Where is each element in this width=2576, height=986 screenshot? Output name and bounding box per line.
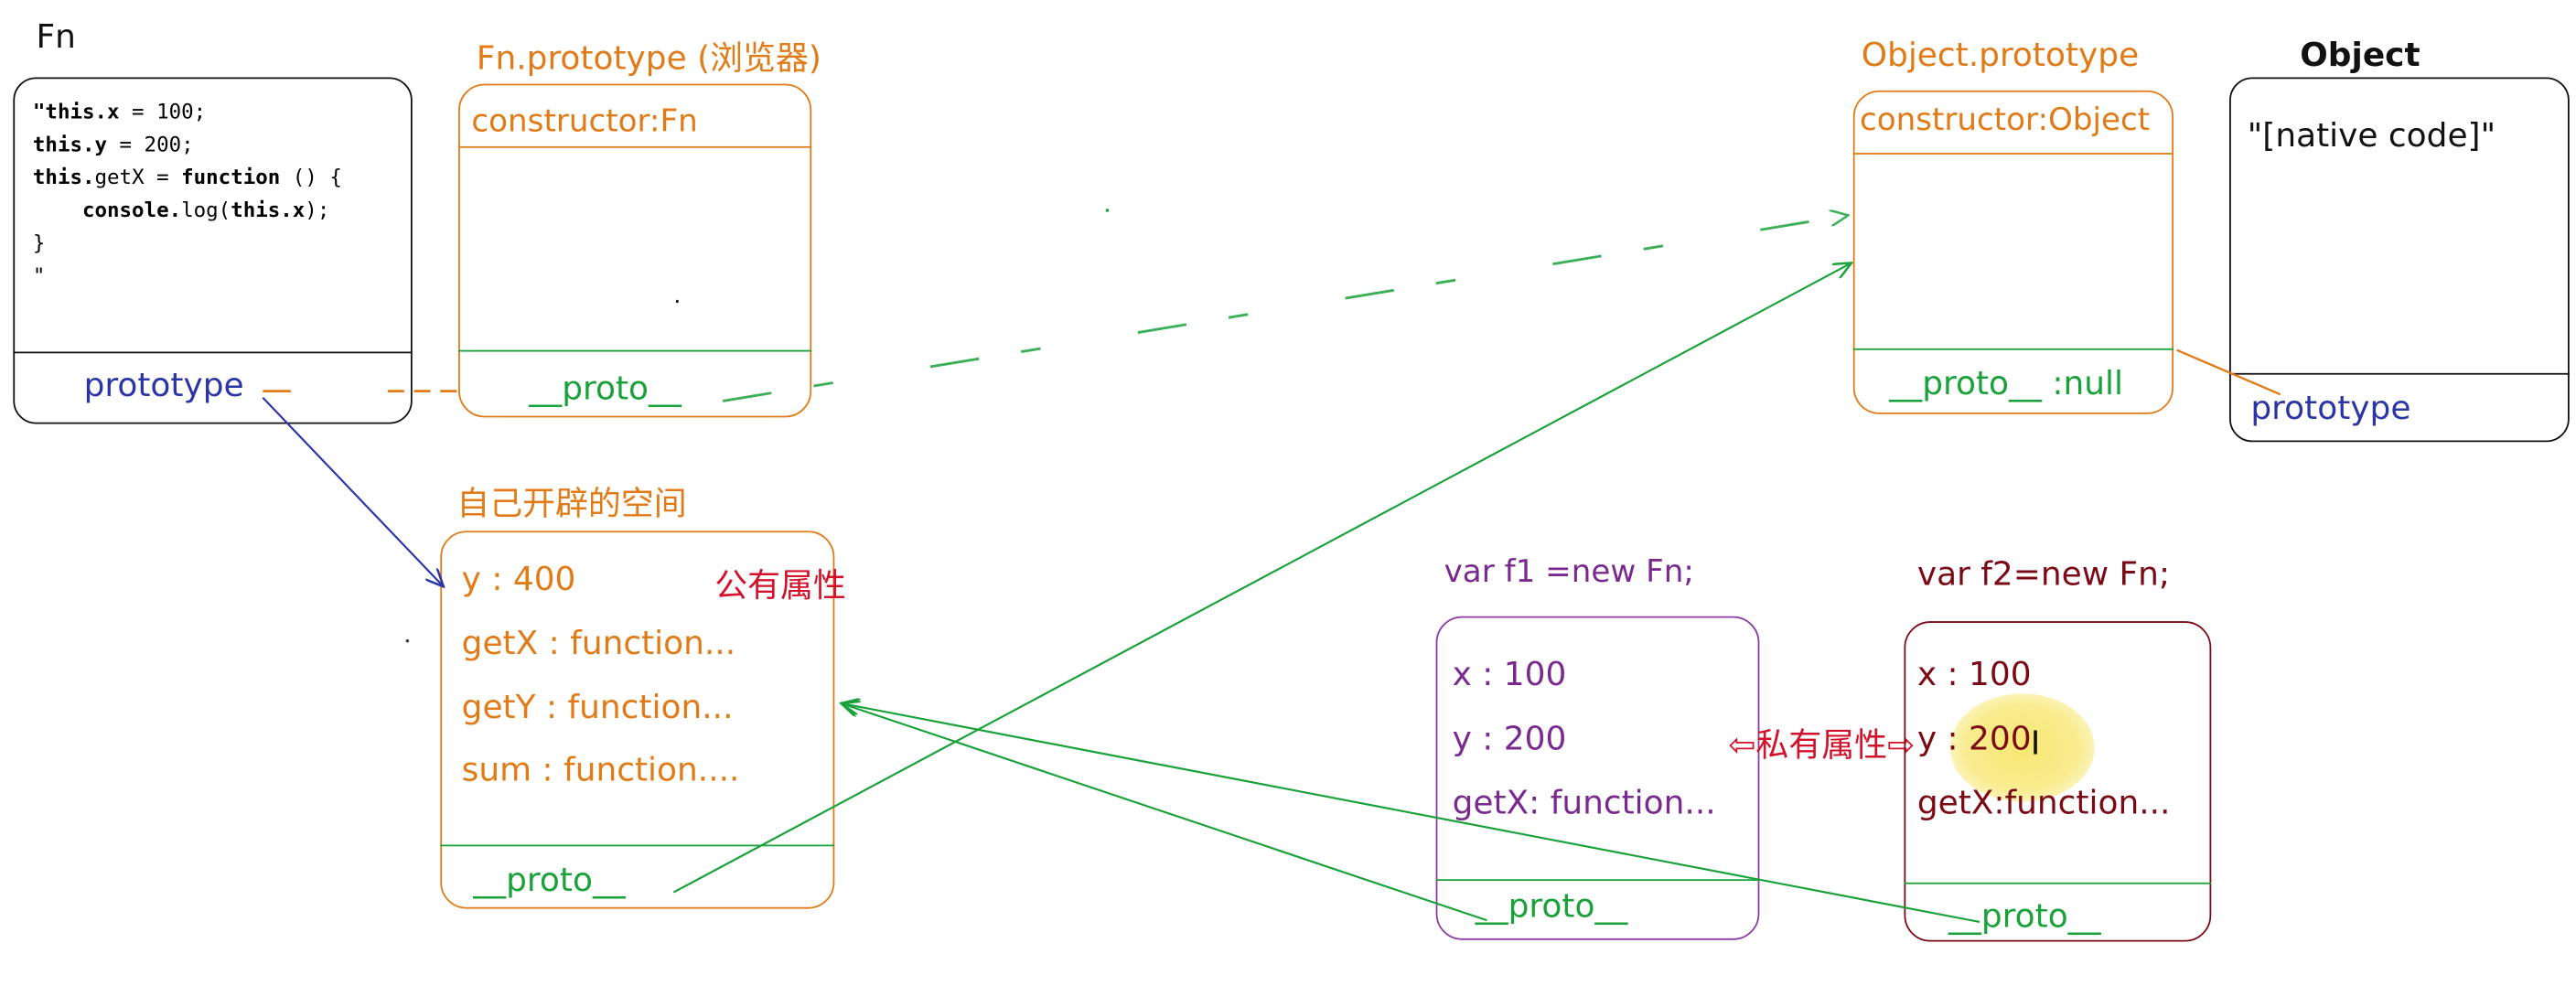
code-line: "this.x = 100; bbox=[32, 98, 207, 123]
fn-prototype-divider bbox=[458, 145, 812, 148]
fn-prototype-proto: __proto__ bbox=[529, 368, 682, 408]
faded-proto-chain-line bbox=[722, 215, 1848, 402]
code-line: console.log(this.x); bbox=[81, 197, 330, 222]
object-title: Object bbox=[2300, 34, 2420, 74]
fn-prototype-to-own-space-arrow bbox=[262, 397, 444, 587]
fn-prototype-box bbox=[458, 83, 812, 418]
object-prototype-title: Object.prototype bbox=[1861, 34, 2140, 74]
object-prototype-proto-divider bbox=[1852, 348, 2174, 350]
object-prototype-link-line bbox=[2176, 348, 2281, 396]
fn-divider bbox=[13, 351, 413, 354]
object-divider bbox=[2229, 372, 2570, 375]
own-space-proto-to-object-prototype-arrow bbox=[672, 263, 1852, 894]
object-native-code: "[native code]" bbox=[2247, 114, 2496, 155]
dot-mark: · bbox=[673, 289, 682, 316]
own-space-item: y : 400 bbox=[461, 558, 576, 598]
stray-mark bbox=[1105, 209, 1110, 212]
fn-prototype-constructor: constructor:Fn bbox=[471, 103, 698, 140]
f1-item: getX: function... bbox=[1452, 782, 1716, 822]
f2-title: var f2=new Fn; bbox=[1916, 553, 2171, 594]
fn-prototype-title: Fn.prototype (浏览器) bbox=[476, 38, 821, 78]
object-function-box bbox=[2229, 77, 2570, 443]
f2-instance-box bbox=[1904, 621, 2212, 942]
f1-divider bbox=[1435, 879, 1760, 882]
cursor-highlight bbox=[1949, 693, 2095, 802]
f2-proto-to-own-space-arrow bbox=[842, 703, 1980, 924]
f1-item: y : 200 bbox=[1452, 718, 1567, 758]
fn-function-box bbox=[13, 77, 413, 424]
fn-title: Fn bbox=[36, 16, 76, 57]
f2-item: x : 100 bbox=[1916, 654, 2032, 694]
code-line: } bbox=[32, 230, 46, 255]
code-line: this.y = 200; bbox=[32, 131, 194, 156]
object-prototype-label: prototype bbox=[2250, 388, 2411, 428]
own-space-item: sum : function.... bbox=[461, 749, 740, 789]
fn-prototype-label: prototype bbox=[83, 364, 244, 404]
text-cursor-icon: I bbox=[2030, 723, 2041, 763]
f1-proto-to-own-space-arrow bbox=[842, 703, 1487, 922]
object-prototype-box bbox=[1852, 90, 2174, 414]
code-line: this.getX = function () { bbox=[32, 164, 342, 189]
f2-item: y : 200 bbox=[1916, 718, 2032, 758]
object-prototype-proto: __proto__ :null bbox=[1889, 363, 2123, 403]
f2-divider bbox=[1904, 882, 2212, 884]
own-space-box bbox=[440, 531, 835, 909]
own-space-item: getY : function... bbox=[461, 687, 734, 727]
f1-proto: __proto__ bbox=[1475, 885, 1628, 926]
f1-item: x : 100 bbox=[1452, 654, 1567, 694]
stray-mark bbox=[405, 638, 410, 643]
f2-proto: __proto__ bbox=[1948, 895, 2101, 936]
fn-code-block: "this.x = 100; this.y = 200; this.getX =… bbox=[33, 95, 342, 293]
own-space-item: getX : function... bbox=[461, 622, 736, 663]
public-properties-label: 公有属性 bbox=[714, 565, 846, 606]
private-properties-label: ⇦私有属性⇨ bbox=[1728, 724, 1916, 765]
own-space-divider bbox=[440, 844, 835, 847]
own-space-title: 自己开辟的空间 bbox=[456, 483, 687, 523]
code-line: " bbox=[32, 263, 46, 288]
f1-title: var f1 =new Fn; bbox=[1444, 553, 1694, 591]
own-space-proto: __proto__ bbox=[473, 859, 626, 899]
f2-item: getX:function... bbox=[1916, 782, 2171, 822]
object-prototype-constructor: constructor:Object bbox=[1859, 102, 2151, 138]
fn-prototype-proto-divider bbox=[458, 349, 812, 352]
f1-instance-box bbox=[1435, 616, 1760, 940]
object-prototype-divider bbox=[1852, 153, 2174, 155]
